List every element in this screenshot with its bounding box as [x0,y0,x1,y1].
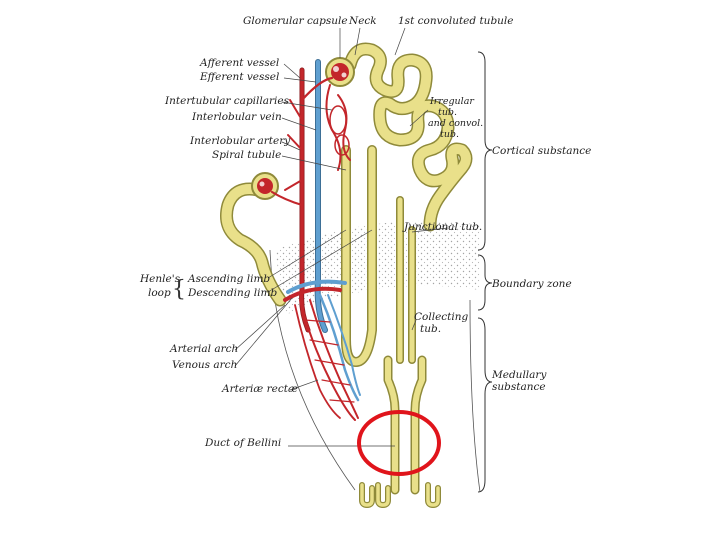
label-henles-2: loop [148,287,171,299]
label-afferent-vessel: Afferent vessel [199,57,279,69]
venous-arch [286,279,347,294]
label-duct-of-bellini: Duct of Bellini [204,437,281,449]
label-collecting-2: tub. [420,323,441,335]
label-irregular-2: tub. [438,107,457,118]
label-interlobular-vein: Interlobular vein [191,111,282,123]
label-ascending-limb: Ascending limb [187,273,270,285]
label-arterial-arch: Arterial arch [169,343,238,355]
highlight-circle [357,410,441,476]
label-efferent-vessel: Efferent vessel [199,71,279,83]
label-irregular-4: tub. [440,129,459,140]
label-spiral-tubule: Spiral tubule [212,149,281,161]
region-braces [477,51,493,493]
label-henles-1: Henle's [139,273,181,285]
glomerulus-lower [251,172,279,200]
label-irregular-3: and convol. [428,118,483,129]
label-neck: Neck [348,15,377,27]
boundary-zone-band [275,220,480,315]
glomerulus-upper [325,57,355,87]
arterial-arch [283,286,342,302]
label-descending-limb: Descending limb [187,287,277,299]
label-arteriae-rectae: Arteriæ rectæ [221,383,298,395]
medullary-outline-right [469,299,481,493]
label-medullary-2: substance [492,381,546,393]
label-intertubular-capillaries: Intertubular capillaries [164,95,290,107]
label-collecting-1: Collecting [414,311,469,323]
label-interlobular-artery: Interlobular artery [189,135,291,147]
tubules [220,42,473,508]
label-boundary-zone: Boundary zone [491,278,572,290]
label-medullary-1: Medullary [491,369,547,381]
label-junctional-tubule: Junctional tub. [402,221,482,233]
blood-vessels [270,59,361,421]
label-cortical-substance: Cortical substance [492,145,591,157]
label-venous-arch: Venous arch [172,359,237,371]
label-irregular-1: Irregular [429,96,475,107]
label-first-convoluted-tubule: 1st convoluted tubule [398,15,514,27]
label-glomerular-capsule: Glomerular capsule [243,15,348,27]
henles-brace: { [172,277,186,302]
leader-lines [234,27,449,447]
